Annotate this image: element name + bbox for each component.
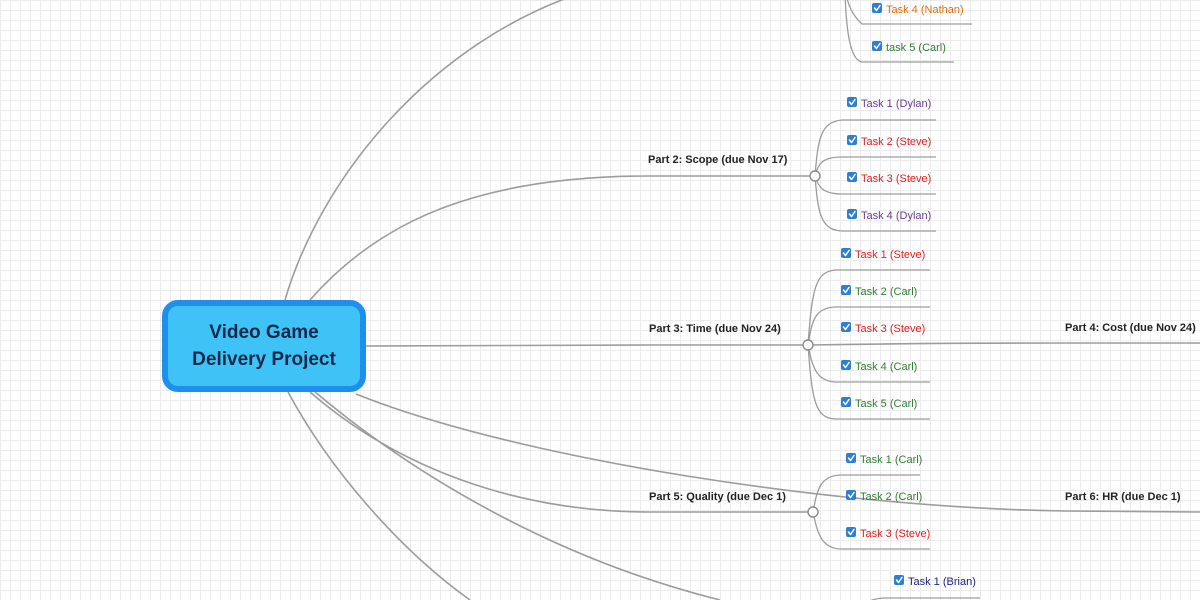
root-title: Video Game Delivery Project xyxy=(192,322,336,370)
branch-line-part7a xyxy=(314,391,721,600)
branch-line-part1 xyxy=(284,0,565,301)
checkbox-icon[interactable] xyxy=(872,41,882,51)
part2-collapse-toggle[interactable] xyxy=(809,170,821,182)
checkmark-icon xyxy=(842,323,850,331)
part4-label[interactable]: Part 4: Cost (due Nov 24) xyxy=(1065,322,1196,334)
part3-task-1[interactable]: Task 1 (Steve) xyxy=(841,248,925,261)
task-label: Task 2 (Carl) xyxy=(860,491,922,503)
part3-task-3[interactable]: Task 3 (Steve) xyxy=(841,322,925,335)
checkmark-icon xyxy=(842,286,850,294)
checkmark-icon xyxy=(848,210,856,218)
checkmark-icon xyxy=(848,136,856,144)
checkbox-icon[interactable] xyxy=(847,209,857,219)
branch-line-part3 xyxy=(365,344,808,347)
task-label: Task 1 (Dylan) xyxy=(861,98,931,110)
part2-task-4[interactable]: Task 4 (Dylan) xyxy=(847,209,931,222)
part7-task-1[interactable]: Task 1 (Brian) xyxy=(894,575,976,588)
branch-line-part6 xyxy=(355,393,1200,513)
branch-line-part7b xyxy=(287,391,471,600)
checkmark-icon xyxy=(842,361,850,369)
checkbox-icon[interactable] xyxy=(846,453,856,463)
checkmark-icon xyxy=(848,98,856,106)
part5-label[interactable]: Part 5: Quality (due Dec 1) xyxy=(649,491,786,503)
task-label: Task 2 (Steve) xyxy=(861,136,931,148)
checkmark-icon xyxy=(847,528,855,536)
branch-line-part5 xyxy=(309,391,813,513)
task-label: Task 2 (Carl) xyxy=(855,286,917,298)
branch-line-part2 xyxy=(309,175,815,301)
part1-task-1[interactable]: Task 4 (Nathan) xyxy=(872,3,964,16)
task-label: Task 3 (Steve) xyxy=(861,173,931,185)
checkbox-icon[interactable] xyxy=(847,172,857,182)
task-label: Task 4 (Nathan) xyxy=(886,4,964,16)
part5-task-connectors xyxy=(812,474,930,550)
task-label: Task 1 (Brian) xyxy=(908,576,976,588)
checkmark-icon xyxy=(895,576,903,584)
checkbox-icon[interactable] xyxy=(841,285,851,295)
checkbox-icon[interactable] xyxy=(846,490,856,500)
checkmark-icon xyxy=(847,491,855,499)
checkbox-icon[interactable] xyxy=(846,527,856,537)
part3-task-5[interactable]: Task 5 (Carl) xyxy=(841,397,917,410)
task-label: Task 4 (Dylan) xyxy=(861,210,931,222)
part1-task-2[interactable]: task 5 (Carl) xyxy=(872,41,946,54)
branch-line-part4 xyxy=(807,342,1200,346)
task-label: Task 3 (Steve) xyxy=(855,323,925,335)
checkmark-icon xyxy=(873,42,881,50)
checkbox-icon[interactable] xyxy=(847,135,857,145)
task-label: Task 1 (Carl) xyxy=(860,454,922,466)
checkbox-icon[interactable] xyxy=(872,3,882,13)
part6-label[interactable]: Part 6: HR (due Dec 1) xyxy=(1065,491,1181,503)
checkbox-icon[interactable] xyxy=(894,575,904,585)
checkmark-icon xyxy=(848,173,856,181)
task-label: Task 4 (Carl) xyxy=(855,361,917,373)
task-label: Task 5 (Carl) xyxy=(855,398,917,410)
task-label: task 5 (Carl) xyxy=(886,42,946,54)
task-label: Task 3 (Steve) xyxy=(860,528,930,540)
part3-task-connectors xyxy=(807,269,930,420)
checkbox-icon[interactable] xyxy=(841,322,851,332)
part3-task-2[interactable]: Task 2 (Carl) xyxy=(841,285,917,298)
checkmark-icon xyxy=(842,398,850,406)
checkbox-icon[interactable] xyxy=(841,397,851,407)
part5-task-2[interactable]: Task 2 (Carl) xyxy=(846,490,922,503)
part2-task-2[interactable]: Task 2 (Steve) xyxy=(847,135,931,148)
part5-task-1[interactable]: Task 1 (Carl) xyxy=(846,453,922,466)
checkbox-icon[interactable] xyxy=(841,360,851,370)
checkbox-icon[interactable] xyxy=(841,248,851,258)
part5-task-3[interactable]: Task 3 (Steve) xyxy=(846,527,930,540)
part2-task-1[interactable]: Task 1 (Dylan) xyxy=(847,97,931,110)
root-node[interactable]: Video Game Delivery Project xyxy=(162,300,366,392)
part2-label[interactable]: Part 2: Scope (due Nov 17) xyxy=(648,154,788,166)
part7-task-connectors xyxy=(870,597,980,600)
part2-task-3[interactable]: Task 3 (Steve) xyxy=(847,172,931,185)
part3-task-4[interactable]: Task 4 (Carl) xyxy=(841,360,917,373)
checkmark-icon xyxy=(847,454,855,462)
part5-collapse-toggle[interactable] xyxy=(807,506,819,518)
part3-label[interactable]: Part 3: Time (due Nov 24) xyxy=(649,323,781,335)
checkmark-icon xyxy=(873,4,881,12)
part3-collapse-toggle[interactable] xyxy=(802,339,814,351)
task-label: Task 1 (Steve) xyxy=(855,249,925,261)
checkmark-icon xyxy=(842,249,850,257)
checkbox-icon[interactable] xyxy=(847,97,857,107)
part1-task-connectors xyxy=(844,0,972,63)
